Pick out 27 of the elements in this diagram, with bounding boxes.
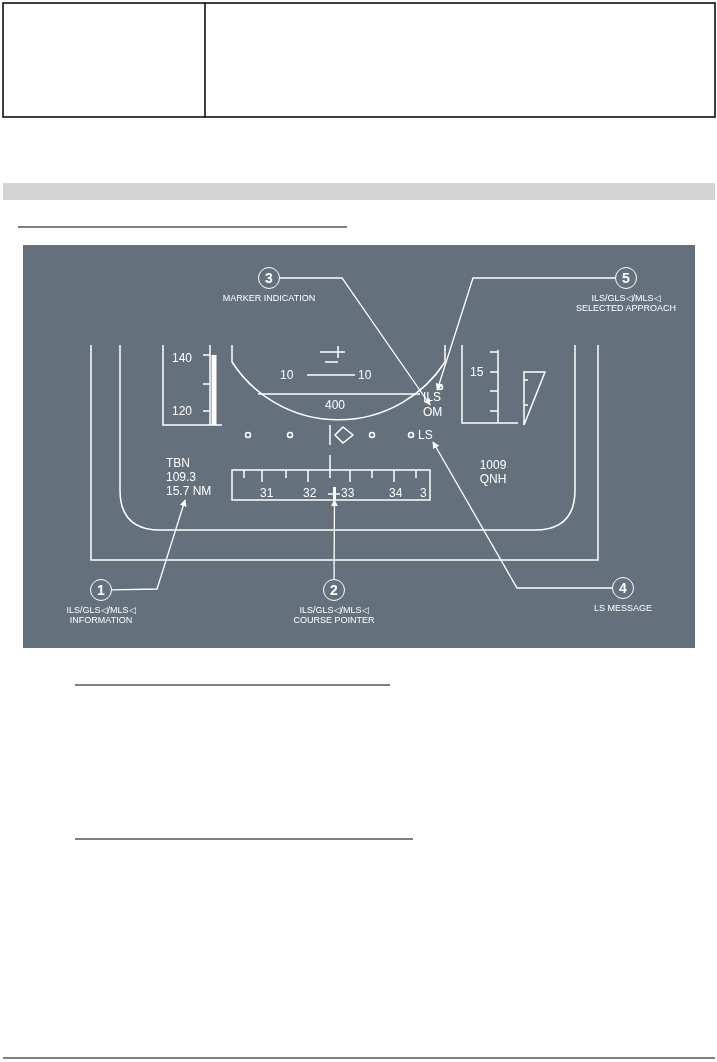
- scale-number: 10: [358, 368, 372, 382]
- callout-caption: LS MESSAGE: [593, 603, 653, 613]
- scale-number: 400: [325, 398, 346, 412]
- scale-number: 3: [420, 486, 427, 500]
- display-readout: LS: [418, 428, 440, 442]
- callout-caption: ILS/GLS◁/MLS◁ INFORMATION: [65, 605, 137, 625]
- callout-caption: MARKER INDICATION: [221, 293, 317, 303]
- callout-arrow: [435, 277, 616, 391]
- scale-number: 31: [260, 486, 274, 500]
- callout-caption: ILS/GLS◁/MLS◁ SELECTED APPROACH: [575, 293, 677, 313]
- display-readout: ILS: [423, 390, 447, 404]
- scale-number: 33: [341, 486, 355, 500]
- scale-number: 1009 QNH: [478, 458, 508, 486]
- scale-number: 32: [303, 486, 317, 500]
- course-pointer: [333, 487, 336, 500]
- callout-arrow: [330, 499, 338, 580]
- callout-arrow: [279, 277, 431, 406]
- callout-arrow: [432, 441, 613, 589]
- display-readout: TBN 109.3 15.7 NM: [166, 456, 218, 500]
- scale-number: 34: [389, 486, 403, 500]
- callout-arrow: [111, 499, 187, 591]
- scale-number: 140: [172, 351, 193, 365]
- scale-number: 15: [470, 365, 484, 379]
- callout-caption: ILS/GLS◁/MLS◁ COURSE POINTER: [292, 605, 376, 625]
- display-readout: OM: [423, 405, 447, 419]
- scale-number: 10: [280, 368, 294, 382]
- scale-number: 120: [172, 404, 193, 418]
